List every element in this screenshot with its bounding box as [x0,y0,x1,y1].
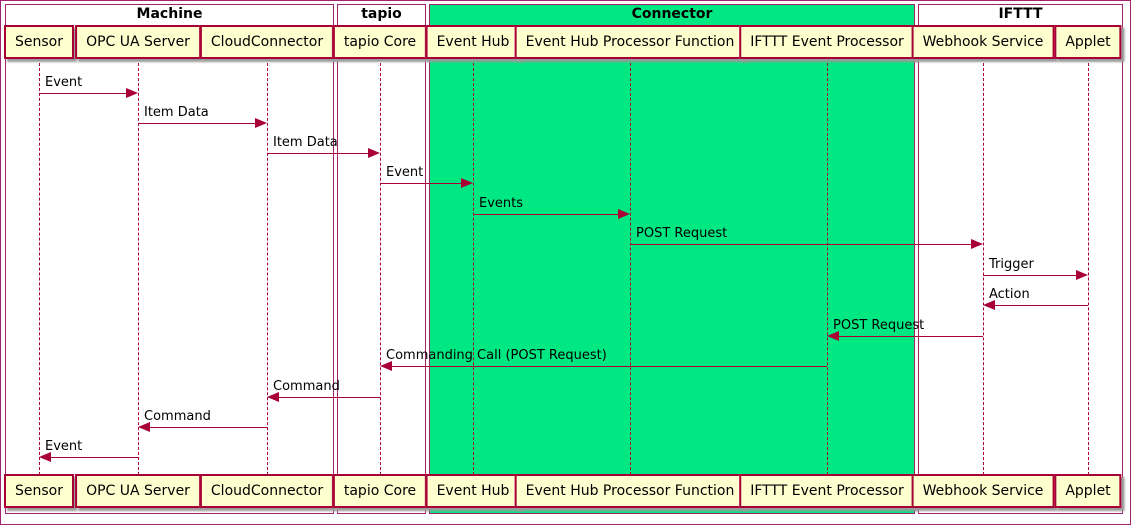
message-label-1: Item Data [144,105,209,120]
lifeline-opc [138,58,139,475]
lifeline-cloud [267,58,268,475]
participant-sensor-bottom: Sensor [4,474,74,508]
participant-tapio_core-top: tapio Core [332,25,428,59]
message-label-12: Event [45,439,83,454]
message-line-11 [148,427,267,428]
participant-opc-bottom: OPC UA Server [75,474,201,508]
lifeline-webhook [983,58,984,475]
message-label-5: POST Request [636,226,728,241]
message-line-6 [983,275,1078,276]
message-arrowhead-icon-5 [971,239,983,249]
message-line-8 [837,336,983,337]
message-line-1 [138,123,257,124]
message-label-7: Action [989,287,1030,302]
participant-opc-top: OPC UA Server [75,25,201,59]
participant-event_hub-bottom: Event Hub [425,474,521,508]
participant-ifttt_ep-bottom: IFTTT Event Processor [739,474,915,508]
lifeline-ehpf [630,58,631,475]
group-tapio [337,4,426,514]
participant-event_hub-top: Event Hub [425,25,521,59]
message-label-3: Event [386,165,424,180]
message-label-9: Commanding Call (POST Request) [386,348,607,363]
participant-applet-top: Applet [1054,25,1122,59]
message-line-4 [473,214,620,215]
message-label-8: POST Request [833,318,925,333]
message-line-0 [39,93,128,94]
message-arrowhead-icon-1 [255,118,267,128]
message-line-10 [277,397,380,398]
message-line-12 [49,457,138,458]
message-line-9 [390,366,827,367]
message-line-5 [630,244,973,245]
participant-sensor-top: Sensor [4,25,74,59]
group-connector [429,4,915,514]
participant-ifttt_ep-top: IFTTT Event Processor [739,25,915,59]
participant-cloud-top: CloudConnector [199,25,335,59]
message-arrowhead-icon-10 [267,392,279,402]
group-title-tapio: tapio [361,6,402,22]
lifeline-event_hub [473,58,474,475]
message-label-4: Events [479,196,524,211]
message-arrowhead-icon-12 [39,452,51,462]
message-arrowhead-icon-2 [368,148,380,158]
message-arrowhead-icon-7 [983,300,995,310]
group-machine [5,4,334,514]
lifeline-sensor [39,58,40,475]
message-label-10: Command [273,379,340,394]
participant-applet-bottom: Applet [1054,474,1122,508]
participant-webhook-top: Webhook Service [911,25,1055,59]
lifeline-ifttt_ep [827,58,828,475]
participant-webhook-bottom: Webhook Service [911,474,1055,508]
message-arrowhead-icon-6 [1076,270,1088,280]
lifeline-tapio_core [380,58,381,475]
lifeline-applet [1088,58,1089,475]
participant-cloud-bottom: CloudConnector [199,474,335,508]
message-line-7 [993,305,1088,306]
message-arrowhead-icon-11 [138,422,150,432]
message-arrowhead-icon-3 [461,178,473,188]
message-arrowhead-icon-4 [618,209,630,219]
message-label-11: Command [144,409,211,424]
message-line-3 [380,183,463,184]
message-arrowhead-icon-8 [827,331,839,341]
message-arrowhead-icon-9 [380,361,392,371]
message-line-2 [267,153,370,154]
message-label-0: Event [45,75,83,90]
participant-ehpf-bottom: Event Hub Processor Function [514,474,746,508]
message-arrowhead-icon-0 [126,88,138,98]
group-title-connector: Connector [631,6,713,22]
message-label-2: Item Data [273,135,338,150]
group-title-machine: Machine [136,6,203,22]
message-label-6: Trigger [989,257,1034,272]
participant-ehpf-top: Event Hub Processor Function [514,25,746,59]
participant-tapio_core-bottom: tapio Core [332,474,428,508]
group-title-ifttt: IFTTT [998,6,1043,22]
